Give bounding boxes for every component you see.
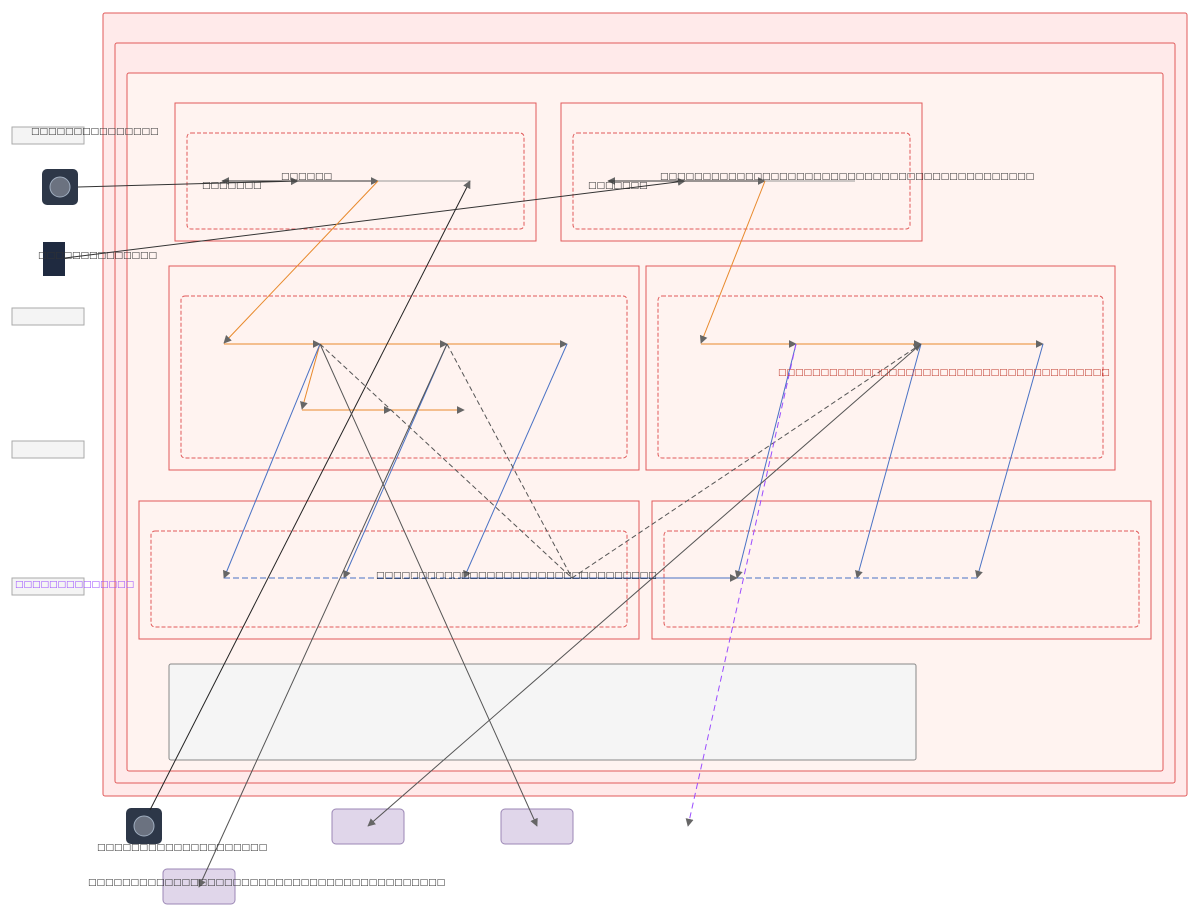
edge (198, 343, 448, 888)
actor-icon (133, 815, 155, 837)
edge (319, 343, 573, 579)
edge (446, 343, 573, 579)
note-panel (168, 663, 917, 761)
actor-bottom-label: □□□□□□□□□□□□□□□□□□□□ (97, 843, 267, 853)
lavender-node-2[interactable] (500, 808, 574, 845)
edge (699, 180, 766, 344)
legend-box-3 (11, 440, 85, 459)
box1-label-a: □□□□□□□ (202, 181, 262, 191)
box2-label-a: □□□□□□□ (588, 181, 648, 191)
legend-box-2 (11, 307, 85, 326)
edge (571, 343, 922, 579)
datastore-node[interactable] (43, 242, 65, 276)
edge (223, 180, 379, 344)
box2-label-b: □□□□□□□□□□□□□□□□□□□□□□□□□□□□□□□□□□□□□□□□… (660, 172, 1034, 182)
actor-node-top[interactable] (42, 169, 78, 205)
subgraph-mid-right (645, 265, 1116, 471)
mid-right-annotation: □□□□□□□□□□□□□□□□□□□□□□□□□□□□□□□□□□□□□□□ (778, 368, 1110, 378)
edge (64, 177, 686, 259)
subgraph-mid-left (168, 265, 640, 471)
edge (223, 343, 321, 579)
bottom-left-annotation: □□□□□□□□□□□□□□□□□□□□□□□□□□□□□□□□□ (376, 571, 657, 581)
bottom-caption: □□□□□□□□□□□□□□□□□□□□□□□□□□□□□□□□□□□□□□□□… (88, 878, 445, 888)
actor-node-bottom[interactable] (126, 808, 162, 844)
legend-purple-label: □□□□□□□□□□□□□□ (15, 580, 134, 590)
edge (319, 343, 538, 827)
edge (300, 343, 321, 410)
edge (77, 177, 299, 188)
legend-top-label: □□□□□□□□□□□□□□□ (31, 127, 159, 137)
subgraph-mid-left-inner (180, 295, 628, 459)
subgraph-bottom-left (138, 500, 640, 640)
edge (463, 343, 568, 579)
subgraph-top-left (174, 102, 537, 242)
legend-dark-label: □□□□□□□□□□□□□□ (38, 251, 157, 261)
edge (734, 343, 797, 579)
actor-icon (49, 176, 71, 198)
subgraph-bottom-right (651, 500, 1152, 640)
subgraph-top-right-inner (572, 132, 911, 230)
edge (343, 343, 448, 579)
edge (975, 343, 1044, 579)
edge (685, 343, 797, 827)
edge (367, 343, 922, 827)
subgraph-bottom-left-inner (150, 530, 628, 628)
legend-box-1 (11, 126, 85, 145)
lavender-node-1[interactable] (331, 808, 405, 845)
legend-box-4 (11, 577, 85, 596)
subgraph-top-left-inner (186, 132, 525, 230)
subgraph-bottom-right-inner (663, 530, 1140, 628)
edge (149, 180, 471, 811)
box1-label-b: □□□□□□ (281, 172, 332, 182)
subgraph-mid-right-inner (657, 295, 1104, 459)
edge (855, 343, 922, 579)
